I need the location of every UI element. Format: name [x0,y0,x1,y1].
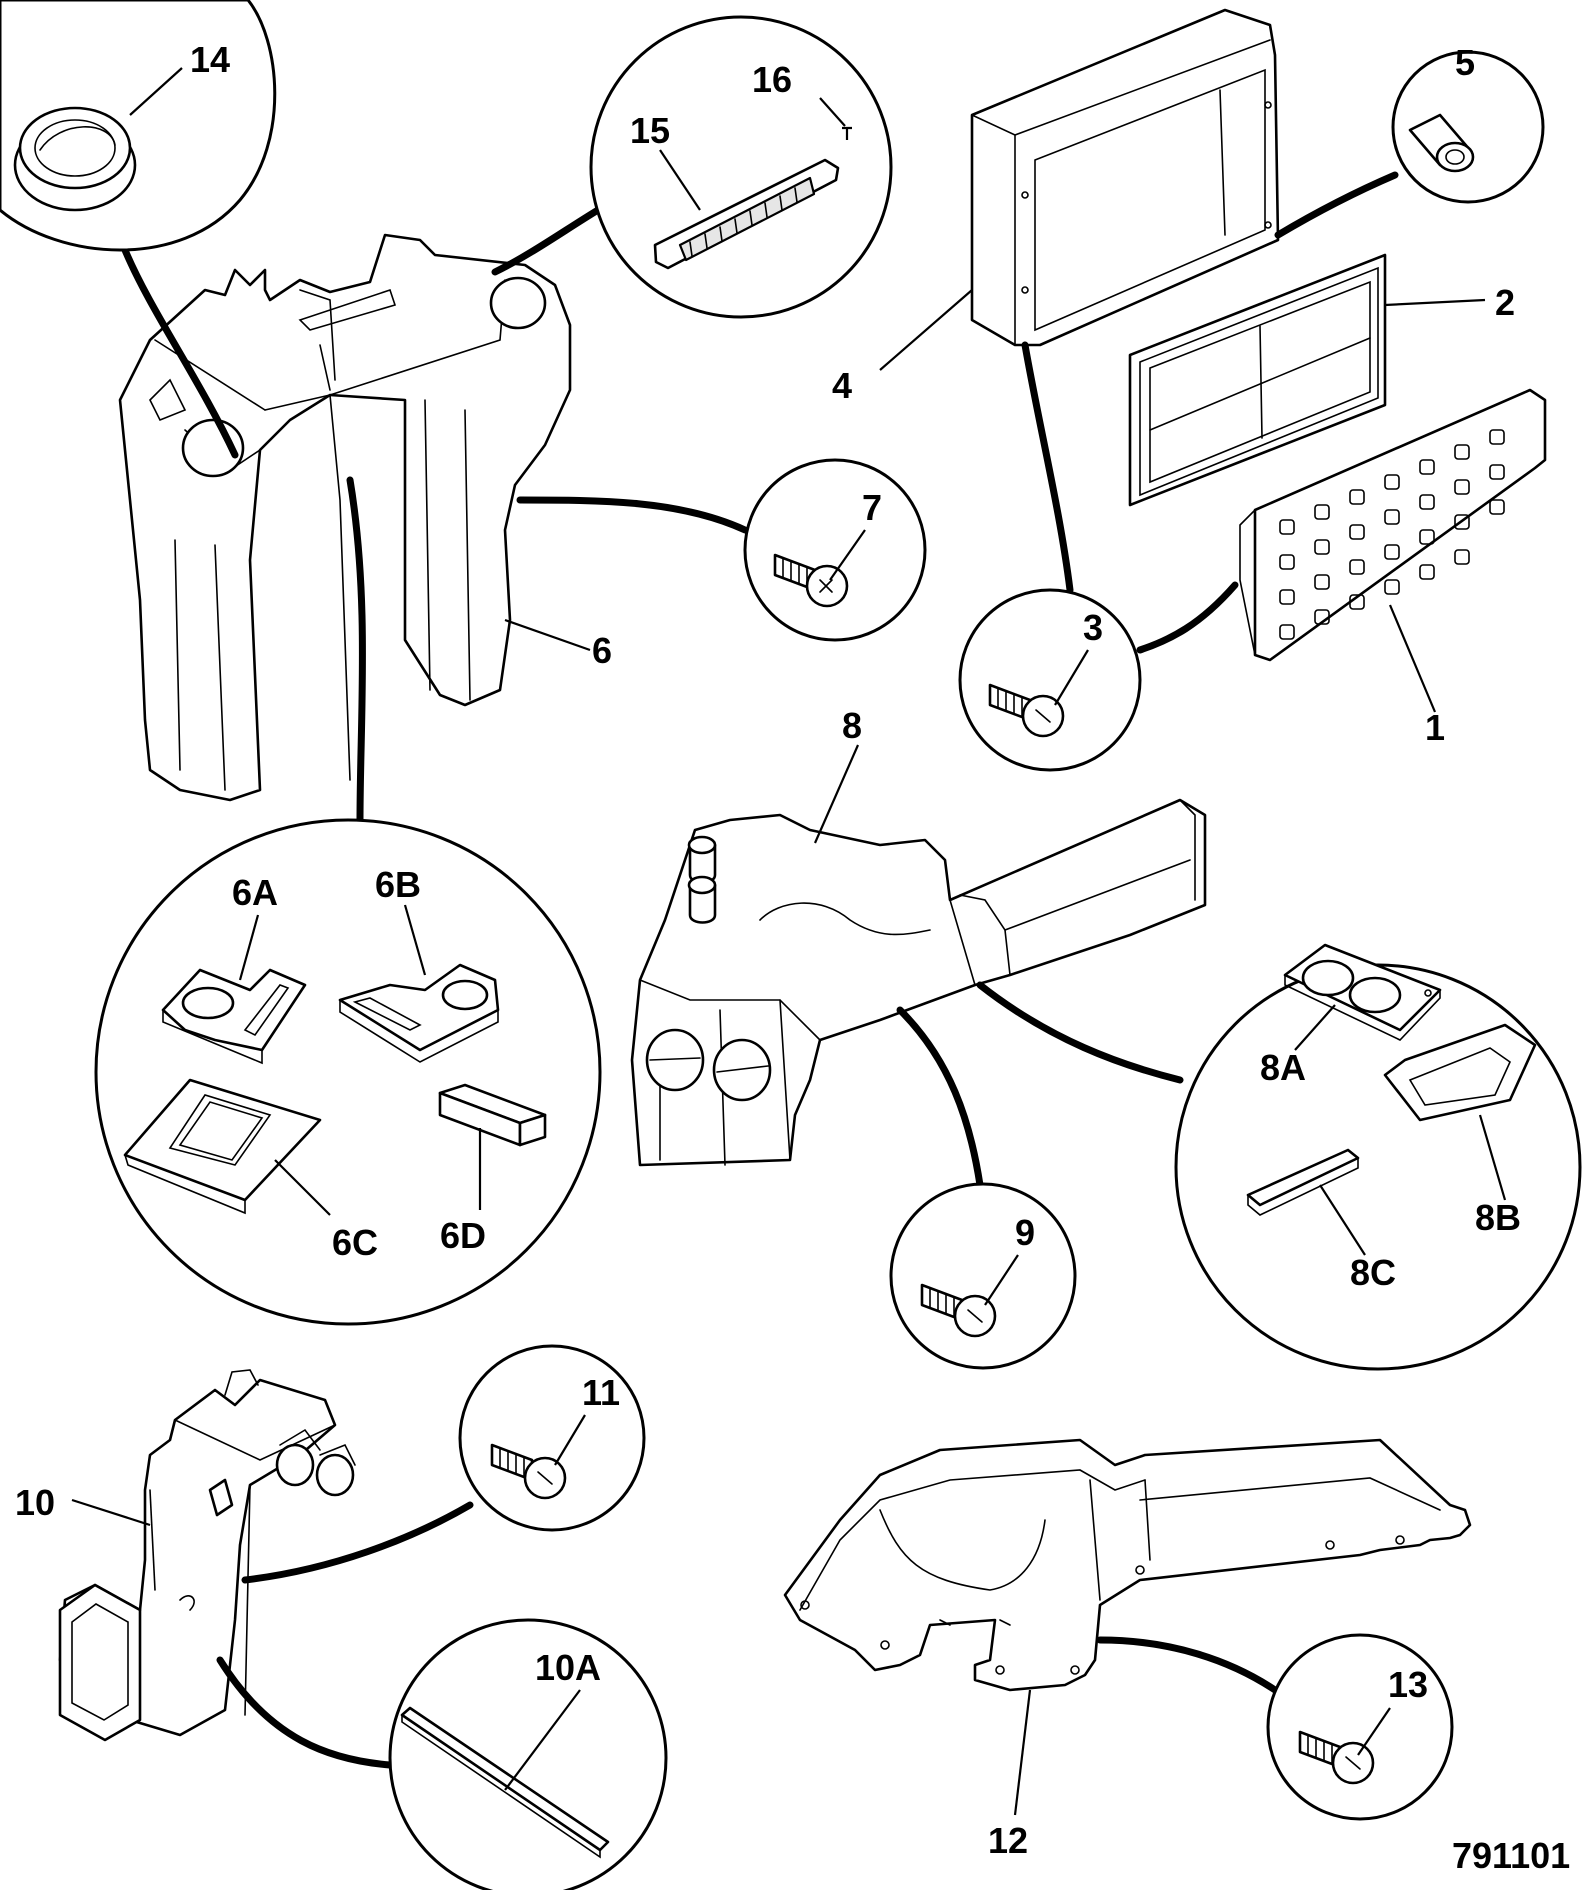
filter-housing-4 [970,8,1280,347]
detail-circle-11 [458,1344,646,1532]
callout-10: 10 [15,1482,55,1523]
callout-16: 16 [752,59,792,100]
leader-14 [121,246,239,459]
callout-6: 6 [592,630,612,671]
detail-circle-15-16 [589,15,893,319]
detail-circle-13 [1266,1633,1454,1821]
duct-part-8 [630,798,1207,1167]
callout-6C: 6C [332,1222,378,1263]
duct-part-6 [118,233,572,802]
detail-circle-6-kit [94,818,602,1326]
callout-2: 2 [1495,282,1515,323]
filter-grille-1 [1239,388,1547,662]
callout-10A: 10A [535,1647,601,1688]
detail-circle-14 [0,0,277,252]
callout-3: 3 [1083,607,1103,648]
detail-circle-8-kit [1174,943,1582,1371]
callout-8A: 8A [1260,1047,1306,1088]
detail-circle-3 [958,588,1142,772]
callout-8B: 8B [1475,1197,1521,1238]
callout-6A: 6A [232,872,278,913]
callout-15: 15 [630,110,670,151]
callout-9: 9 [1015,1212,1035,1253]
callout-8: 8 [842,705,862,746]
detail-circle-5 [1391,50,1545,204]
callout-7: 7 [862,487,882,528]
drawing-number: 791101 [1452,1835,1570,1876]
duct-part-10 [58,1369,356,1742]
leader-7 [516,496,749,534]
callout-4: 4 [832,365,852,406]
callout-1: 1 [1425,707,1445,748]
callout-11: 11 [582,1372,620,1413]
callout-8C: 8C [1350,1252,1396,1293]
callout-13: 13 [1388,1664,1428,1705]
detail-circle-7 [743,458,927,642]
callout-6B: 6B [375,864,421,905]
callout-14: 14 [190,39,230,80]
leader-6-kit [346,476,366,824]
detail-circle-9 [889,1182,1077,1370]
leader-15-16 [491,206,602,276]
filter-element-2 [1128,253,1387,507]
leader-6 [504,618,591,652]
callout-5: 5 [1455,42,1475,83]
callout-12: 12 [988,1820,1028,1861]
detail-circle-10A [388,1618,668,1895]
duct-part-12 [783,1438,1472,1692]
callout-6D: 6D [440,1215,486,1256]
